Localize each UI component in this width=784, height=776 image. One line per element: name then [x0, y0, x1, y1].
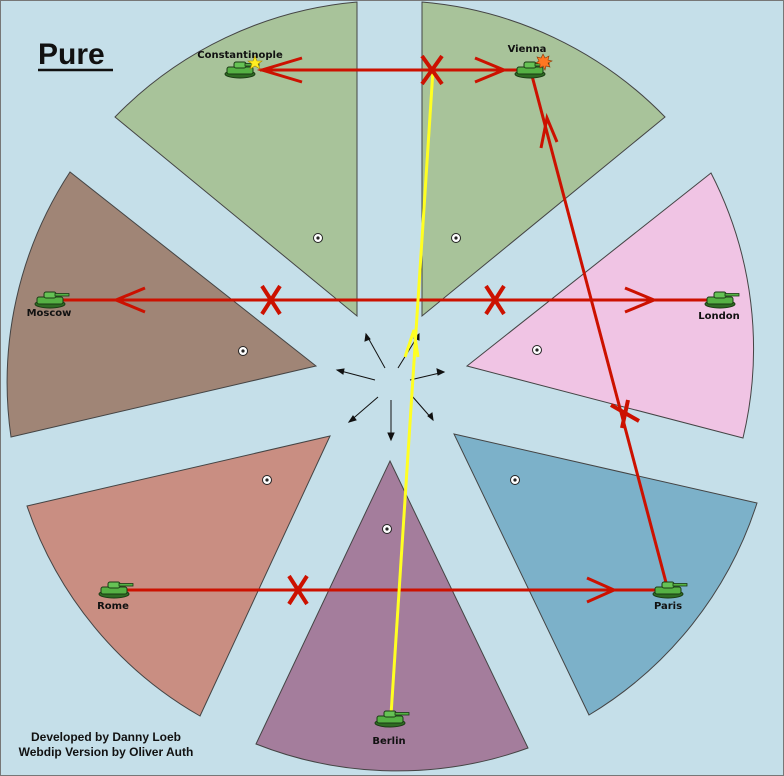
supply-center-icon	[262, 475, 272, 485]
supply-center-icon	[510, 475, 520, 485]
order-rome-paris	[112, 576, 668, 604]
territory-london[interactable]	[465, 172, 754, 439]
territory-moscow[interactable]	[6, 171, 318, 438]
label-constantinople: Constantinople	[197, 50, 283, 61]
territory-paris[interactable]	[453, 433, 758, 716]
label-london: London	[698, 311, 740, 322]
supply-center-icon	[382, 524, 392, 534]
territory-rome[interactable]	[26, 435, 331, 717]
label-moscow: Moscow	[27, 308, 72, 319]
failed-order-x-icon	[260, 54, 640, 606]
supply-center-icon	[313, 233, 323, 243]
territory-vienna[interactable]	[421, 1, 666, 318]
label-paris: Paris	[654, 601, 682, 612]
dislodged-burst-icon	[535, 53, 553, 71]
credit-webdip: Webdip Version by Oliver Auth	[19, 745, 194, 759]
label-vienna: Vienna	[508, 44, 547, 55]
credit-developer: Developed by Danny Loeb	[31, 730, 181, 744]
order-berlin-support	[389, 69, 435, 716]
order-moscow-london	[45, 286, 720, 314]
star-marker-icon	[247, 55, 263, 70]
supply-center-icon	[238, 346, 248, 356]
supply-center-icon	[532, 345, 542, 355]
compass-arrows-icon	[335, 332, 446, 442]
order-constantinople-vienna	[256, 56, 527, 84]
map-title: Pure	[38, 38, 105, 71]
supply-center-icon	[451, 233, 461, 243]
label-rome: Rome	[97, 601, 129, 612]
order-paris-vienna	[529, 71, 670, 591]
territory-berlin[interactable]	[255, 459, 529, 772]
label-berlin: Berlin	[372, 736, 405, 747]
